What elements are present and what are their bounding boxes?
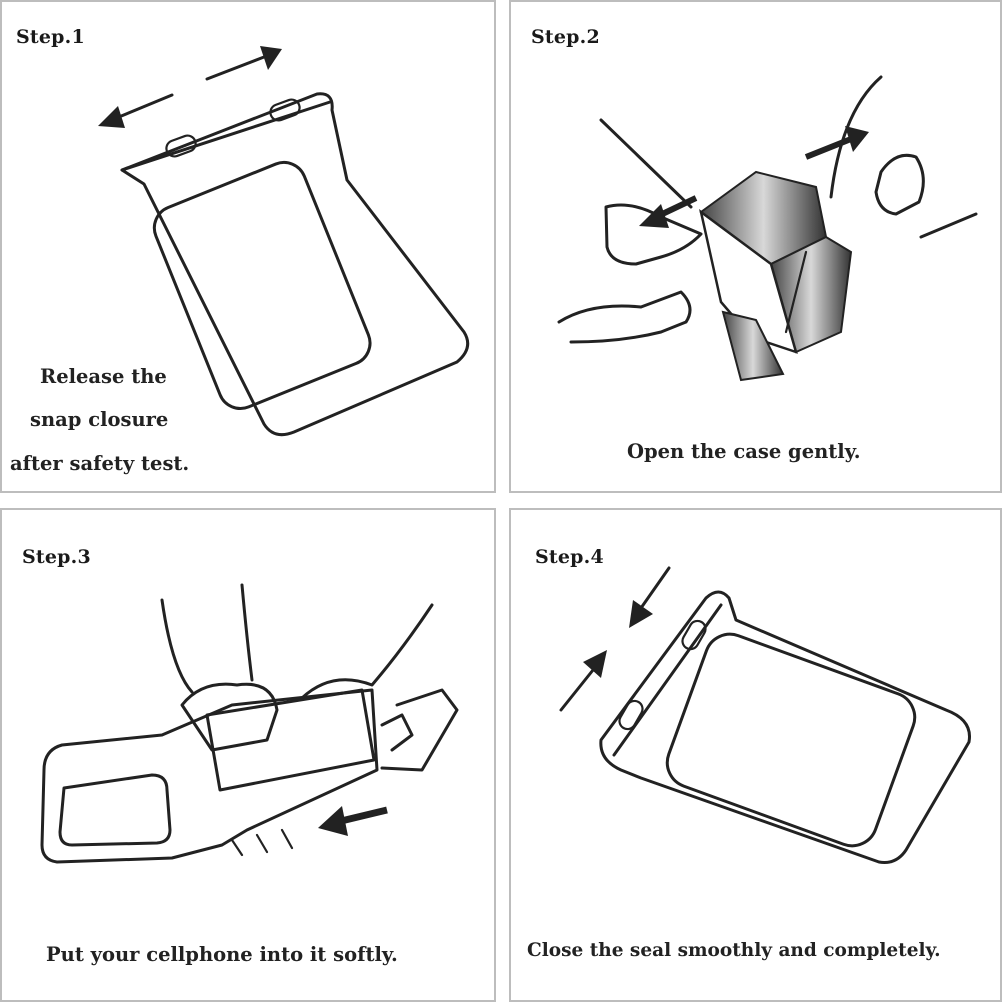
- release-arrow-right-icon: [205, 46, 282, 81]
- pull-arrow-right-icon: [804, 126, 869, 160]
- opening-case-illustration: [557, 75, 978, 382]
- release-arrow-left-icon: [98, 93, 174, 128]
- step-1-label: Step.1: [16, 26, 85, 48]
- case-outline: [120, 92, 470, 437]
- step-1-caption-line-3: after safety test.: [10, 452, 190, 475]
- left-hand: [557, 118, 703, 344]
- phone: [205, 688, 376, 792]
- seal-arrow-up-icon: [559, 650, 607, 712]
- step-4-panel: Step.4 Close the seal smoothly and compl…: [509, 508, 1002, 1002]
- step-4-label: Step.4: [535, 546, 604, 568]
- step-2-panel: Step.2: [509, 0, 1002, 493]
- step-3-panel: Step.3 Put your cellphone into it softly…: [0, 508, 496, 1002]
- sealed-case-outline: [599, 590, 972, 864]
- pull-arrow-left-icon: [639, 195, 698, 228]
- insert-arrow-left-icon: [318, 806, 388, 836]
- right-hand: [829, 75, 978, 239]
- step-4-caption: Close the seal smoothly and completely.: [527, 940, 941, 961]
- step-2-caption: Open the case gently.: [627, 440, 861, 463]
- waterproof-case-illustration: [98, 46, 470, 437]
- step-2-label: Step.2: [531, 26, 600, 48]
- sealed-case-illustration: [559, 566, 972, 864]
- step-1-caption-line-1: Release the: [40, 365, 167, 388]
- case-body: [40, 688, 379, 864]
- opened-case: [699, 170, 853, 382]
- step-1-panel: Step.1 Release the snap closure after sa…: [0, 0, 496, 493]
- insert-phone-illustration: [40, 583, 459, 864]
- step-3-label: Step.3: [22, 546, 91, 568]
- seal-arrow-down-icon: [629, 566, 671, 628]
- step-1-caption-line-2: snap closure: [30, 408, 169, 431]
- step-3-caption: Put your cellphone into it softly.: [46, 943, 398, 966]
- hands: [160, 583, 459, 857]
